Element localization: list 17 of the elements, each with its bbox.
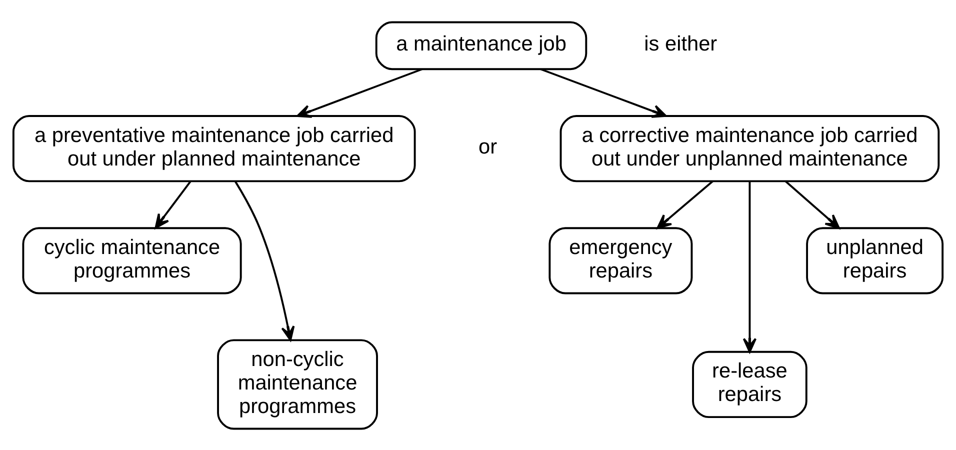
arrow xyxy=(540,68,667,118)
label: is either xyxy=(644,32,718,56)
label: or xyxy=(478,135,498,158)
node-box: non-cyclic maintenance programmes xyxy=(217,338,378,430)
arrow xyxy=(296,68,422,118)
arrow xyxy=(656,180,714,228)
node-box: a preventative maintenance job carried out under planned maintenance xyxy=(12,114,416,182)
arrow xyxy=(234,180,295,340)
node-box: emergency repairs xyxy=(548,226,693,294)
node-box: re-lease repairs xyxy=(692,350,808,418)
arrow xyxy=(784,180,840,228)
node-box: cyclic maintenance programmes xyxy=(22,226,242,294)
node-box: unplanned repairs xyxy=(806,226,944,294)
node-box: a corrective maintenance job carried out under unplanned maintenance xyxy=(560,114,940,182)
arrow xyxy=(154,180,192,228)
node-box: a maintenance job xyxy=(375,20,588,70)
arrow xyxy=(742,180,757,352)
